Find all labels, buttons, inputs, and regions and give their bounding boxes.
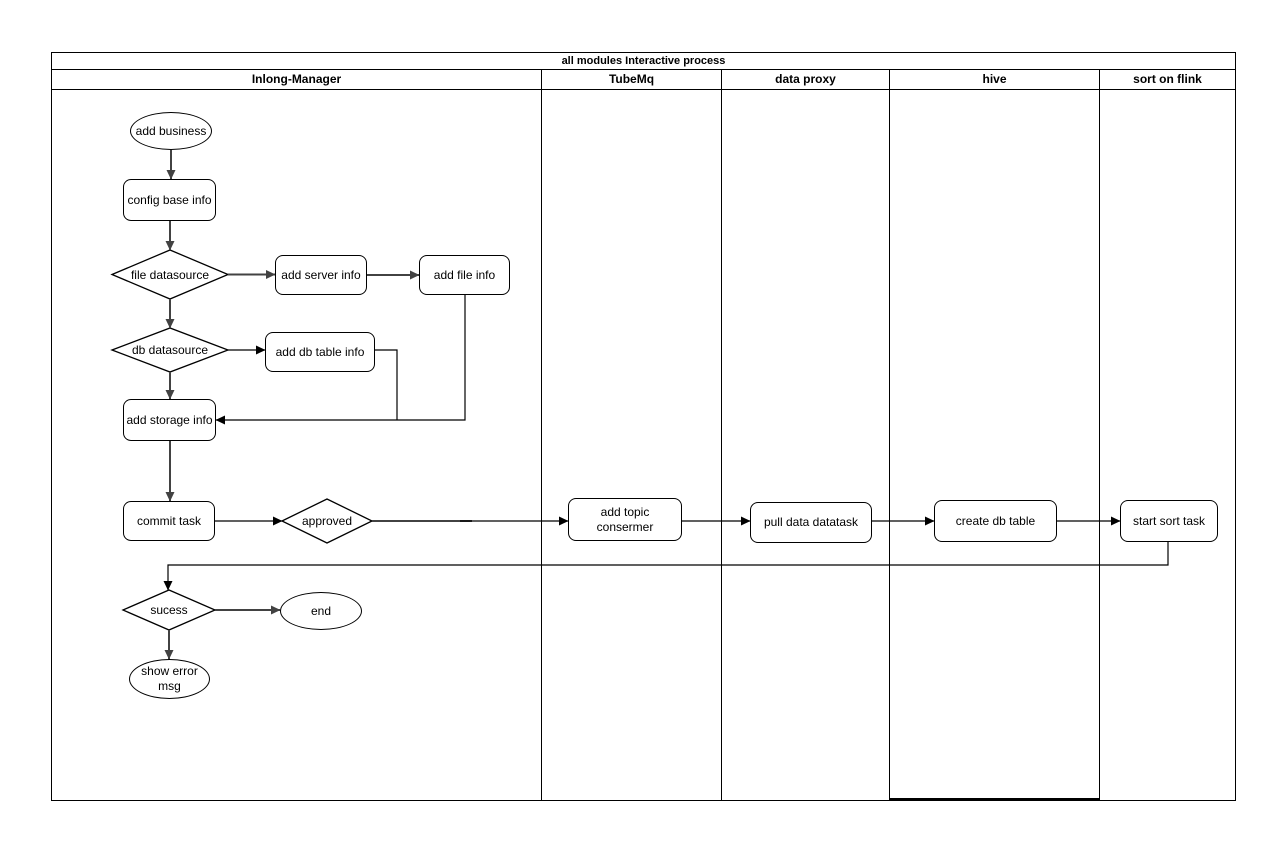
node-create-db-table-label: create db table [955,513,1036,528]
node-add-server-info: add server info [275,255,367,295]
node-add-business-label: add business [135,123,207,138]
node-add-storage-info-label: add storage info [126,412,213,427]
node-show-error-msg-label: show error msg [141,664,198,693]
pool-title: all modules Interactive process [52,53,1235,70]
node-create-db-table: create db table [934,500,1057,542]
node-pull-data-datatask-label: pull data datatask [763,515,859,529]
lane-sort-on-flink [1100,90,1235,800]
node-config-base-info-label: config base info [127,192,212,207]
lane-body-row [52,90,1235,800]
lane-data-proxy [722,90,890,800]
node-start-sort-task-label: start sort task [1132,513,1206,528]
lane-inlong-manager [52,90,542,800]
lane-header-inlong-manager: Inlong-Manager [52,70,542,89]
lane-tubemq [542,90,722,800]
node-add-file-info: add file info [419,255,510,295]
node-show-error-msg: show error msg [129,659,210,699]
lane-header-hive: hive [890,70,1100,89]
node-add-server-info-label: add server info [281,267,361,282]
node-end-label: end [310,603,332,618]
node-add-db-table-info: add db table info [265,332,375,372]
lane-header-sort-on-flink: sort on flink [1133,72,1202,86]
lane-hive [890,90,1100,800]
node-add-storage-info: add storage info [123,399,216,441]
node-add-db-table-info-label: add db table info [275,344,365,359]
node-add-business: add business [130,112,212,150]
node-commit-task-label: commit task [136,513,201,528]
hive-lane-bottom-border [890,798,1099,801]
lane-header-data-proxy: data proxy [722,70,890,89]
node-pull-data-datatask: pull data datatask [750,502,872,543]
node-end: end [280,592,362,630]
node-add-file-info-label: add file info [433,267,496,282]
node-add-topic-consermer: add topic consermer [568,498,682,541]
lane-header-tubemq: TubeMq [542,70,722,89]
lane-header-row: Inlong-Manager TubeMq data proxy hive so… [52,70,1235,90]
node-commit-task: commit task [123,501,215,541]
node-add-topic-consermer-label: add topic consermer [596,504,654,534]
node-start-sort-task: start sort task [1120,500,1218,542]
node-config-base-info: config base info [123,179,216,221]
swimlane-pool: all modules Interactive process Inlong-M… [51,52,1236,801]
